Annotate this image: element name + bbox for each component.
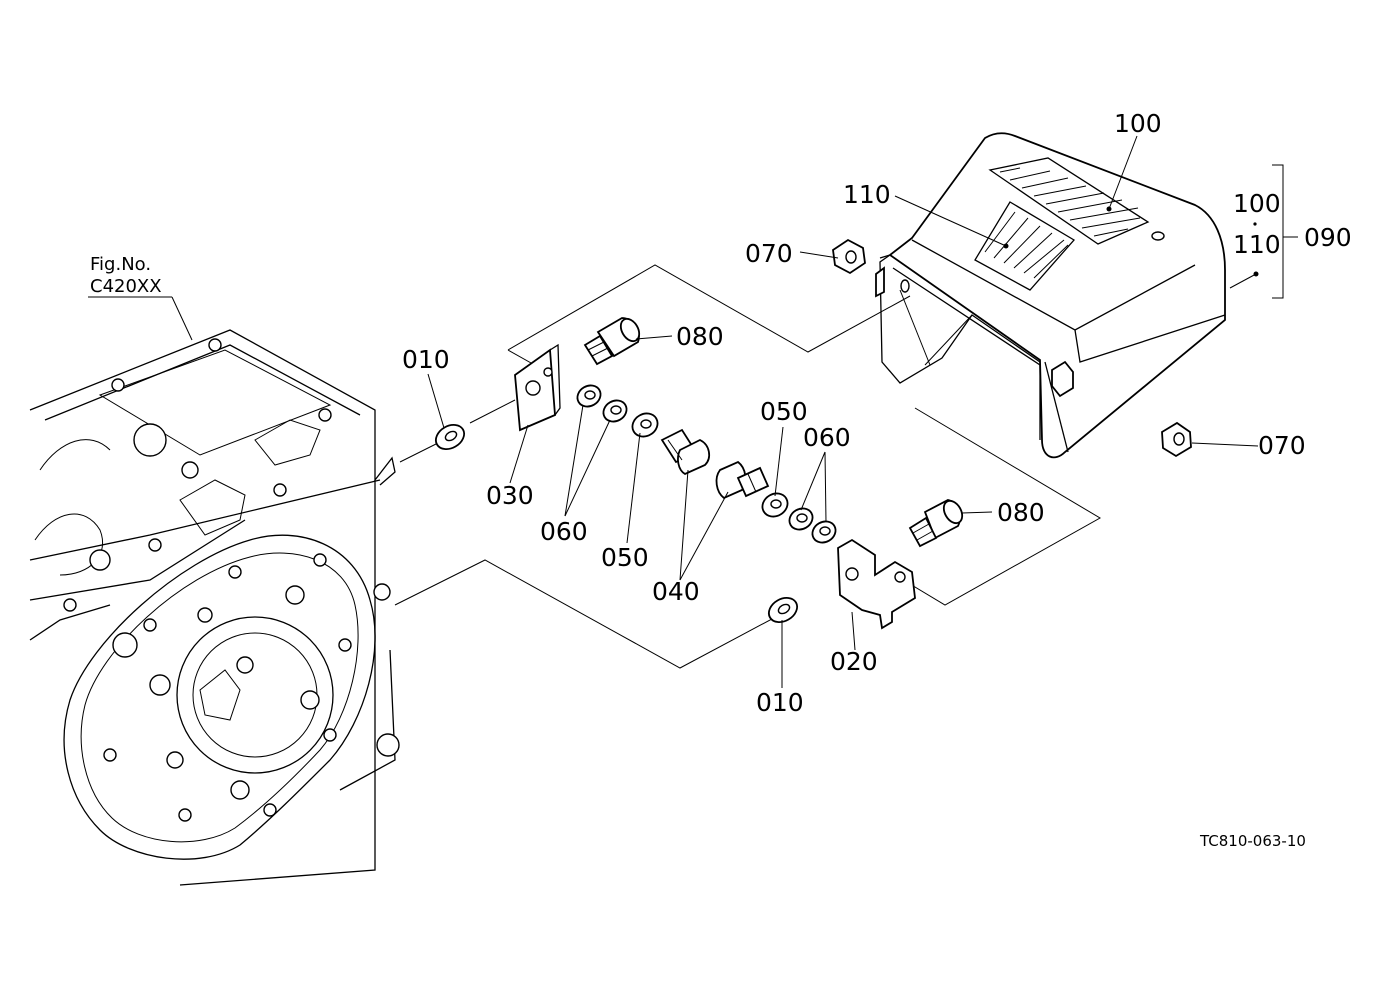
nut-070-lower	[1161, 421, 1192, 458]
callout-040: 040	[652, 577, 700, 606]
bracket-030	[514, 343, 561, 432]
callout-070-lower: 070	[1258, 431, 1306, 460]
callout-060-upper: 060	[540, 517, 588, 546]
figure-ref-line1: Fig.No.	[90, 254, 151, 275]
cover-090	[875, 132, 1226, 459]
callout-050-upper: 050	[601, 543, 649, 572]
bracket-020	[837, 538, 916, 630]
callout-020: 020	[830, 647, 878, 676]
callout-080-upper: 080	[676, 322, 724, 351]
drawing-code: TC810-063-10	[1199, 832, 1306, 850]
callout-110: 110	[843, 180, 891, 209]
callout-labels: Fig.No. C420XX 010 030 080 060 050 040 0…	[90, 109, 1352, 850]
sensor-080-upper	[583, 317, 641, 366]
callout-010-upper: 010	[402, 345, 450, 374]
assembly-phantom-lines	[394, 264, 1101, 669]
washer-010-lower	[767, 596, 799, 624]
engine-block-drawing	[29, 329, 400, 886]
bolt-040-lower	[715, 460, 770, 500]
callout-100-group: 100	[1233, 189, 1281, 218]
callout-030: 030	[486, 481, 534, 510]
callout-090: 090	[1304, 223, 1352, 252]
figure-ref-line2: C420XX	[90, 276, 162, 297]
callout-080-lower: 080	[997, 498, 1045, 527]
decal-100	[988, 157, 1150, 245]
nut-070-upper	[832, 238, 866, 275]
decal-110	[974, 201, 1076, 291]
washers-upper-group	[576, 384, 659, 438]
callout-050-lower: 050	[760, 397, 808, 426]
washer-010-upper	[434, 423, 466, 451]
bolt-040-upper	[660, 428, 711, 476]
sensor-080-lower	[908, 499, 964, 548]
callout-010-lower: 010	[756, 688, 804, 717]
washers-lower-group	[761, 492, 837, 544]
callout-100: 100	[1114, 109, 1162, 138]
callout-110-group: 110	[1233, 230, 1281, 259]
callout-070-upper: 070	[745, 239, 793, 268]
leader-lines	[88, 135, 1298, 688]
callout-060-lower: 060	[803, 423, 851, 452]
